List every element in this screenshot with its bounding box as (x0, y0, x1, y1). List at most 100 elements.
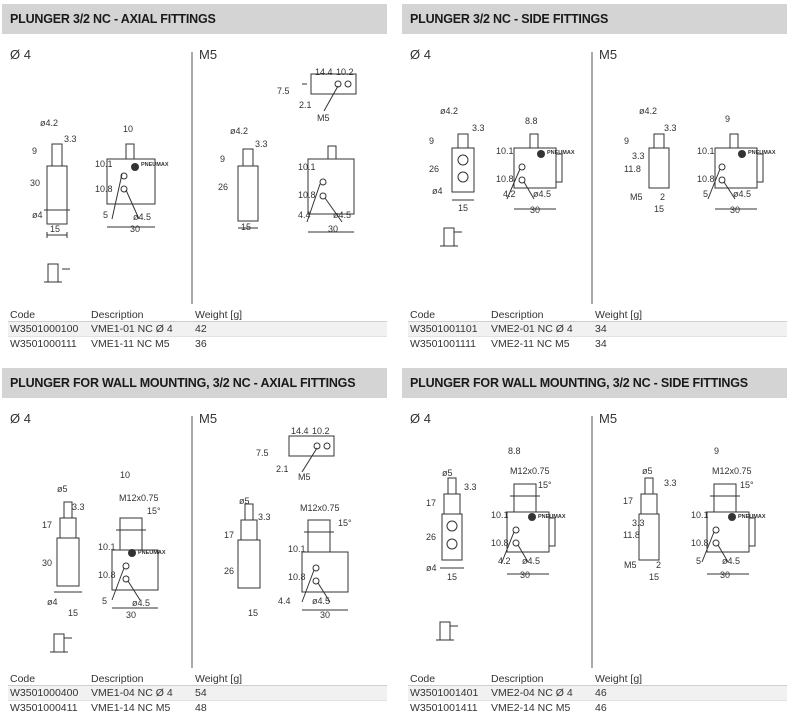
dim-label: ø4.2 (440, 106, 458, 116)
dim-label: ø4.5 (333, 210, 351, 220)
cell-code: W3501000111 (10, 338, 77, 350)
dim-label: 7.5 (256, 448, 269, 458)
dim-label: 17 (224, 530, 234, 540)
product-table: Code Description Weight [g] W3501001401 … (408, 672, 787, 714)
dim-label: 10.8 (95, 184, 113, 194)
dim-label: 5 (696, 556, 701, 566)
table-row: W3501001101 VME2-01 NC Ø 4 34 (408, 322, 787, 336)
dim-label: 3.3 (632, 518, 645, 528)
right-variant-label: M5 (599, 47, 618, 62)
dim-label: 17 (426, 498, 436, 508)
table-header: Code Description Weight [g] (8, 672, 387, 686)
panel-side-fittings: PLUNGER 3/2 NC - SIDE FITTINGS Ø 4 M5 (402, 4, 787, 361)
dim-label: 10.8 (298, 190, 316, 200)
dim-label: 15 (447, 572, 457, 582)
cell-code: W3501001101 (410, 323, 478, 335)
dim-label: M12x0.75 (712, 466, 752, 476)
dim-label: 8.8 (508, 446, 521, 456)
dim-label: ø4 (32, 210, 43, 220)
dim-label: 9 (220, 154, 225, 164)
dim-label: 14.4 (315, 67, 333, 77)
dim-label: 4.2 (503, 189, 516, 199)
cell-weight: 36 (195, 338, 207, 350)
dim-label: 10 (120, 470, 130, 480)
dim-label: 5 (102, 596, 107, 606)
right-variant-label: M5 (599, 411, 618, 426)
dim-label: M5 (298, 472, 311, 482)
dim-label: 10 (123, 124, 133, 134)
technical-drawing: PNEUMAX PNEUMAX ø4.2 3.3 9 26 ø4 15 8.8 … (429, 52, 776, 304)
cell-weight: 54 (195, 687, 207, 699)
dim-label: ø4.5 (522, 556, 540, 566)
dim-label: M12x0.75 (300, 503, 340, 513)
col-description: Description (91, 309, 144, 321)
dim-label: 7.5 (277, 86, 290, 96)
dim-label: 2 (656, 560, 661, 570)
dim-label: 3.3 (632, 151, 645, 161)
dim-label: 4.4 (298, 210, 311, 220)
table-row: W3501000411 VME1-14 NC M5 48 (8, 700, 387, 714)
dim-label: ø5 (442, 468, 453, 478)
cell-code: W3501001111 (410, 338, 476, 350)
dim-label: ø4.2 (230, 126, 248, 136)
table-header: Code Description Weight [g] (408, 308, 787, 322)
table-row: W3501000100 VME1-01 NC Ø 4 42 (8, 322, 387, 336)
table-row: W3501001401 VME2-04 NC Ø 4 46 (408, 686, 787, 700)
dim-label: 10.1 (496, 146, 514, 156)
dim-label: 8.8 (525, 116, 538, 126)
col-weight: Weight [g] (595, 673, 643, 685)
cell-description: VME2-04 NC Ø 4 (491, 687, 573, 699)
dim-label: 30 (328, 224, 338, 234)
technical-drawing: PNEUMAX ø5 3.3 17 30 ø4 15 10 M12x0.75 1… (42, 416, 352, 668)
dim-label: M5 (624, 560, 637, 570)
dim-label: 26 (426, 532, 436, 542)
brand-logo: PNEUMAX (738, 514, 766, 520)
dim-label: 30 (520, 570, 530, 580)
dim-label: ø4.5 (133, 212, 151, 222)
brand-logo: PNEUMAX (547, 150, 575, 156)
col-description: Description (91, 673, 144, 685)
dim-label: M12x0.75 (119, 493, 159, 503)
brand-logo: PNEUMAX (748, 150, 776, 156)
col-weight: Weight [g] (195, 309, 243, 321)
technical-drawing: PNEUMAX ø4.2 3.3 9 30 ø4 15 10 10.8 10.1… (30, 52, 357, 304)
brand-logo: PNEUMAX (138, 550, 166, 556)
dim-label: 9 (624, 136, 629, 146)
dim-label: 15 (458, 203, 468, 213)
col-code: Code (10, 673, 36, 685)
panel-wall-side-fittings: PLUNGER FOR WALL MOUNTING, 3/2 NC - SIDE… (402, 368, 787, 721)
right-variant-label: M5 (199, 47, 218, 62)
col-code: Code (410, 309, 436, 321)
dim-label: 9 (725, 114, 730, 124)
cell-weight: 46 (595, 687, 607, 699)
panel-title: PLUNGER FOR WALL MOUNTING, 3/2 NC - SIDE… (402, 368, 787, 398)
brand-logo: PNEUMAX (141, 162, 169, 168)
cell-weight: 34 (595, 323, 607, 335)
dim-label: 3.3 (664, 123, 677, 133)
panel-title: PLUNGER 3/2 NC - SIDE FITTINGS (402, 4, 787, 34)
dim-label: 11.8 (623, 530, 640, 540)
dim-label: 2.1 (299, 100, 312, 110)
left-variant-label: Ø 4 (410, 47, 431, 62)
dim-label: 9 (32, 146, 37, 156)
table-row: W3501001411 VME2-14 NC M5 46 (408, 700, 787, 714)
dim-label: ø4.5 (312, 596, 330, 606)
cell-description: VME1-04 NC Ø 4 (91, 687, 173, 699)
dim-label: 15 (649, 572, 659, 582)
dim-label: 4.2 (498, 556, 511, 566)
dim-label: 30 (126, 610, 136, 620)
cell-description: VME1-14 NC M5 (91, 702, 171, 714)
dim-label: 26 (218, 182, 228, 192)
dim-label: ø4 (47, 597, 58, 607)
dim-label: ø4.5 (132, 598, 150, 608)
dim-label: 10.2 (336, 67, 354, 77)
dim-label: ø5 (57, 484, 68, 494)
dim-label: 3.3 (258, 512, 271, 522)
col-weight: Weight [g] (595, 309, 643, 321)
dim-label: ø4.5 (533, 189, 551, 199)
dim-label: 10.8 (697, 174, 715, 184)
dim-label: 2 (660, 192, 665, 202)
product-table: Code Description Weight [g] W3501000100 … (8, 308, 387, 350)
dim-label: ø5 (642, 466, 653, 476)
dim-label: ø4 (432, 186, 443, 196)
